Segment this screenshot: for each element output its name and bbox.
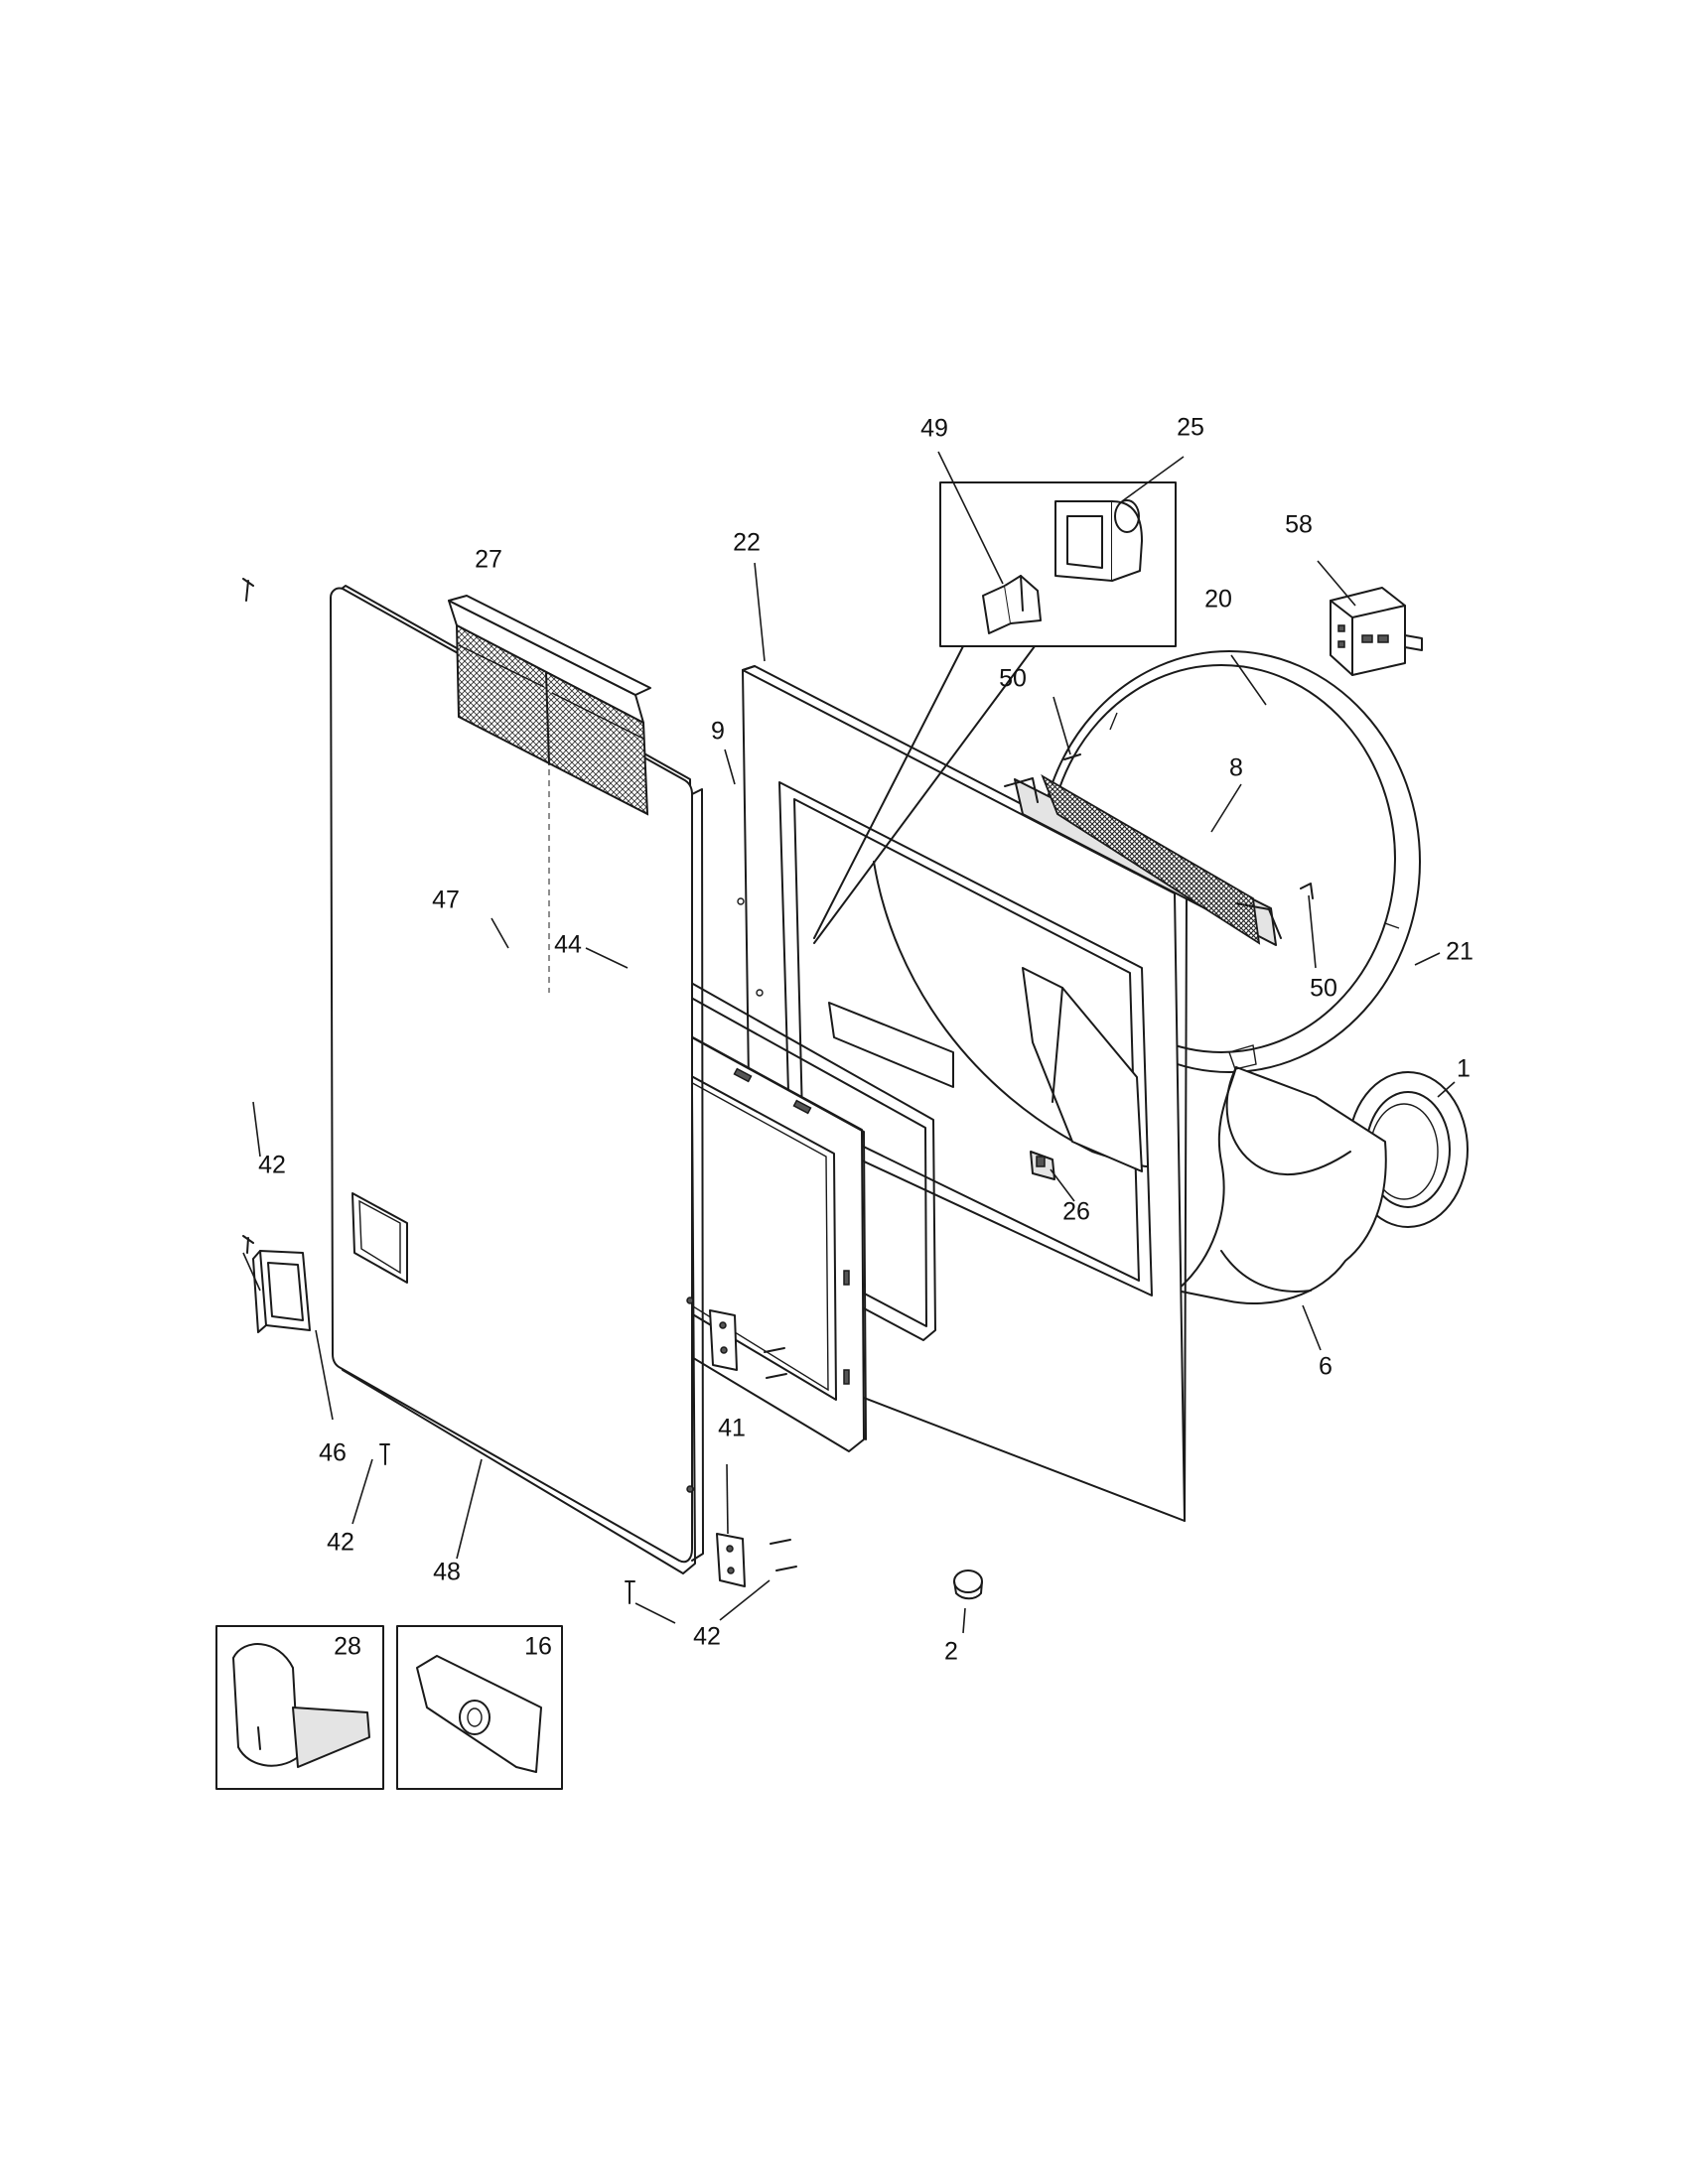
switch-block	[1330, 587, 1423, 676]
part-label-42b: 42	[327, 1529, 354, 1557]
door-hinge-upper	[709, 1309, 738, 1371]
part-label-50a: 50	[999, 665, 1027, 693]
blower-duct	[1176, 1044, 1387, 1304]
part-label-41: 41	[718, 1415, 746, 1442]
part-label-8: 8	[1229, 754, 1243, 782]
part-label-50b: 50	[1310, 975, 1337, 1003]
part-label-1: 1	[1457, 1055, 1471, 1083]
part-label-46: 46	[319, 1439, 347, 1467]
leader-lines	[242, 451, 1456, 1634]
detail-box-49-25	[813, 481, 1177, 944]
part-label-42a: 42	[258, 1152, 286, 1179]
detail-box-16	[396, 1625, 563, 1790]
part-label-42c: 42	[693, 1623, 721, 1651]
part-label-58: 58	[1285, 511, 1313, 539]
plug-button	[953, 1570, 983, 1600]
part-label-47: 47	[432, 887, 460, 914]
screws	[242, 578, 1314, 1604]
outer-door	[330, 585, 704, 1574]
part-label-26: 26	[1062, 1198, 1090, 1226]
lint-filter	[448, 595, 651, 993]
part-label-20: 20	[1204, 586, 1232, 614]
part-label-22: 22	[733, 529, 761, 557]
lint-filter-guide	[1004, 773, 1282, 946]
detail-box-28	[215, 1625, 384, 1790]
part-label-21: 21	[1446, 938, 1474, 966]
part-label-25: 25	[1177, 414, 1204, 442]
part-label-16: 16	[524, 1633, 552, 1661]
part-labels: 1 2 6 8 9 16 20 21 22 25 26 27 28 41 42 …	[258, 414, 1474, 1666]
door-switch	[1030, 1151, 1055, 1180]
door-hinge-lower	[716, 1533, 746, 1587]
part-label-27: 27	[475, 546, 502, 574]
part-label-6: 6	[1319, 1353, 1333, 1381]
part-label-28: 28	[334, 1633, 361, 1661]
part-label-44: 44	[554, 931, 582, 959]
part-label-49: 49	[920, 415, 948, 443]
part-label-9: 9	[711, 718, 725, 746]
part-label-48: 48	[433, 1559, 461, 1586]
door-handle	[252, 1250, 311, 1333]
part-label-2: 2	[944, 1638, 958, 1666]
